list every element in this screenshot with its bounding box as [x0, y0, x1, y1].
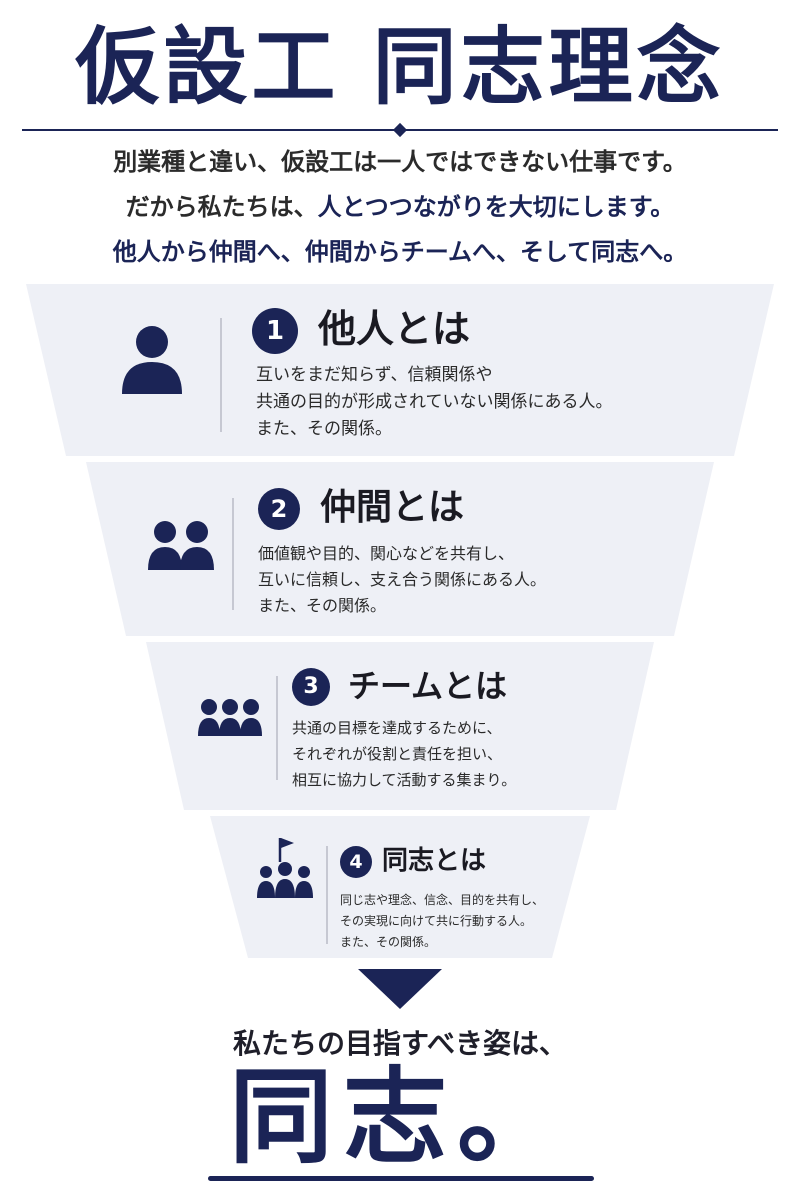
stage-1-heading: 他人とは	[318, 307, 471, 351]
intro-line-1: 別業種と違い、仮設工は一人ではできない仕事です。	[113, 148, 687, 176]
three-people-icon	[198, 699, 262, 736]
stage-2-divider	[232, 498, 234, 610]
stage-2-line-2: 互いに信頼し、支え合う関係にある人。	[258, 570, 547, 589]
person-icon	[122, 326, 182, 394]
intro-line-2-pre: だから私たちは、	[125, 193, 318, 221]
stage-3-heading: チームとは	[348, 667, 508, 705]
stage-1-line-1: 互いをまだ知らず、信頼関係や	[256, 365, 493, 385]
stage-3-line-1: 共通の目標を達成するために、	[292, 719, 502, 737]
stage-3-divider	[276, 676, 278, 780]
stage-1-number-badge: 1	[252, 308, 298, 354]
stage-4-line-2: その実現に向けて共に行動する人。	[340, 914, 533, 928]
two-people-icon	[148, 521, 214, 570]
intro-line-2: だから私たちは、人とつつながりを大切にします。	[0, 191, 800, 223]
divider-diamond	[392, 122, 408, 138]
intro-line-2-highlight: 人とつつながりを大切にします。	[317, 193, 675, 221]
stage-4-line-3: また、その関係。	[340, 935, 437, 949]
stage-4-line-1: 同じ志や理念、信念、目的を共有し、	[340, 893, 545, 907]
stage-2-line-3: また、その関係。	[258, 596, 387, 615]
stage-3-line-3: 相互に協力して活動する集まり。	[292, 771, 517, 789]
page-title: 仮設工 同志理念	[75, 18, 725, 116]
people-with-flag-icon	[257, 838, 313, 898]
final-word: 同志。	[228, 1056, 571, 1178]
down-arrow-icon	[358, 969, 442, 1009]
stage-4-number-badge: 4	[340, 846, 372, 878]
stage-2-heading: 仲間とは	[320, 487, 465, 528]
goal-statement: 私たちの目指すべき姿は、	[232, 1027, 568, 1060]
final-underline	[208, 1176, 594, 1181]
stage-4-divider	[326, 846, 328, 944]
stage-3-number-badge: 3	[292, 668, 330, 706]
stage-3-line-2: それぞれが役割と責任を担い、	[292, 745, 503, 763]
stage-1-line-3: また、その関係。	[256, 419, 392, 439]
stage-2-line-1: 価値観や目的、関心などを共有し、	[258, 544, 515, 563]
stage-2-number-badge: 2	[258, 488, 300, 530]
stage-4-heading: 同志とは	[382, 846, 487, 876]
intro-line-3: 他人から仲間へ、仲間からチームへ、そして同志へ。	[112, 238, 688, 266]
stage-1-divider	[220, 318, 222, 432]
stage-1-line-2: 共通の目的が形成されていない関係にある人。	[256, 392, 613, 412]
